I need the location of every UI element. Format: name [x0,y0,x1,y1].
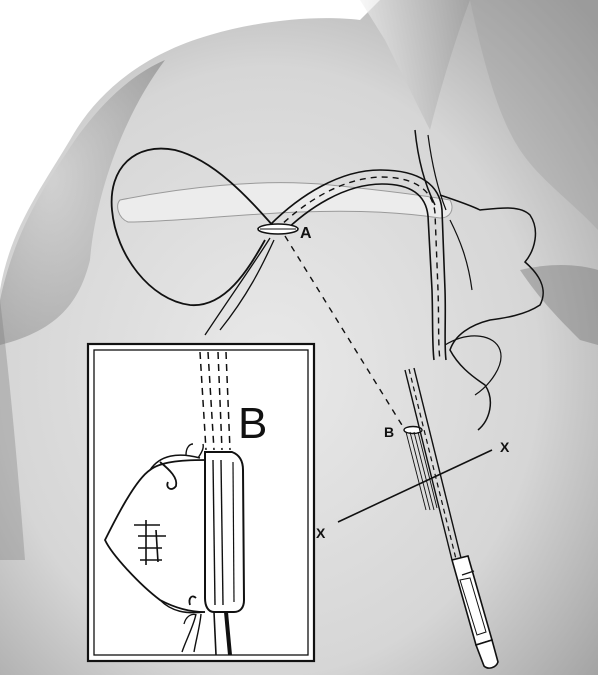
label-point-b: B [384,424,394,440]
inset-b-label: B [238,399,267,448]
label-x-upper: X [500,439,510,455]
label-point-a: A [300,225,312,242]
inset-b: B [88,344,314,661]
catheter-cuff [205,452,244,612]
entry-site-a [258,224,298,234]
label-x-lower: X [316,525,326,541]
